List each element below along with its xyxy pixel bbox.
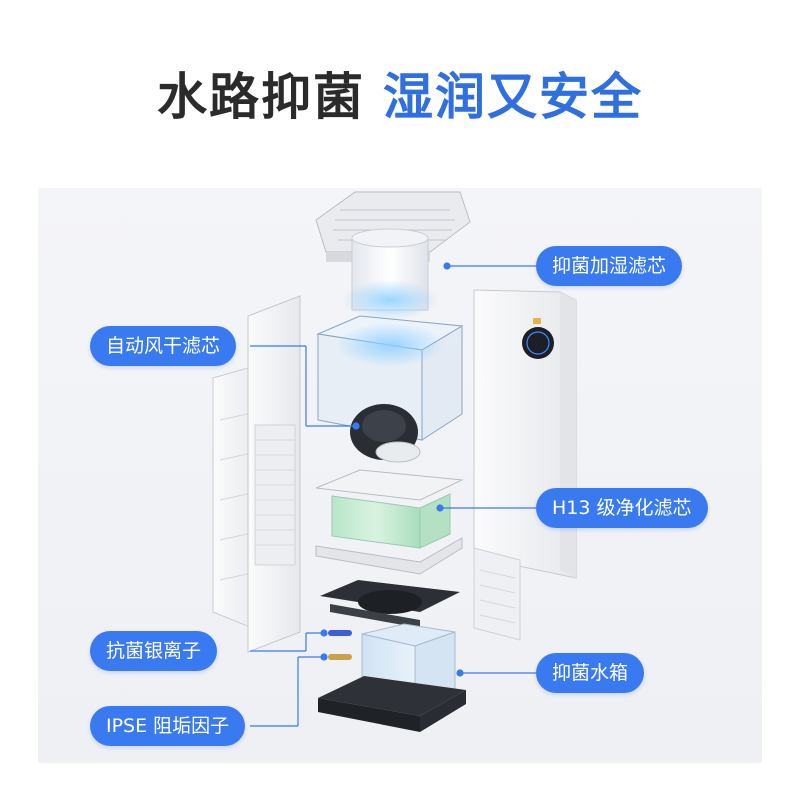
label-water-tank: 抑菌水箱 bbox=[536, 653, 645, 693]
label-silver-ion: 抗菌银离子 bbox=[90, 631, 218, 671]
title-dark: 水路抑菌 bbox=[157, 68, 365, 126]
ipse-part bbox=[328, 654, 352, 660]
base-bottom bbox=[318, 676, 466, 732]
h13-filter-module bbox=[315, 469, 464, 575]
label-ipse-factor: IPSE 阻垢因子 bbox=[90, 706, 246, 746]
label-auto-dry-filter: 自动风干滤芯 bbox=[90, 326, 237, 366]
right-main-body bbox=[473, 289, 577, 579]
callout-lines bbox=[250, 262, 536, 727]
title-blue: 湿润又安全 bbox=[383, 68, 643, 126]
page-title: 水路抑菌湿润又安全 bbox=[0, 72, 800, 122]
auto-dry-fan bbox=[350, 404, 421, 463]
right-bottom-grille bbox=[473, 547, 521, 641]
base-top-plate bbox=[320, 580, 460, 628]
label-h13-filter: H13 级净化滤芯 bbox=[536, 488, 708, 528]
silver-ion-part bbox=[328, 630, 352, 636]
humidify-filter-cylinder bbox=[342, 228, 438, 320]
left-front-panel bbox=[247, 295, 301, 653]
label-humidify-filter: 抑菌加湿滤芯 bbox=[536, 246, 683, 286]
